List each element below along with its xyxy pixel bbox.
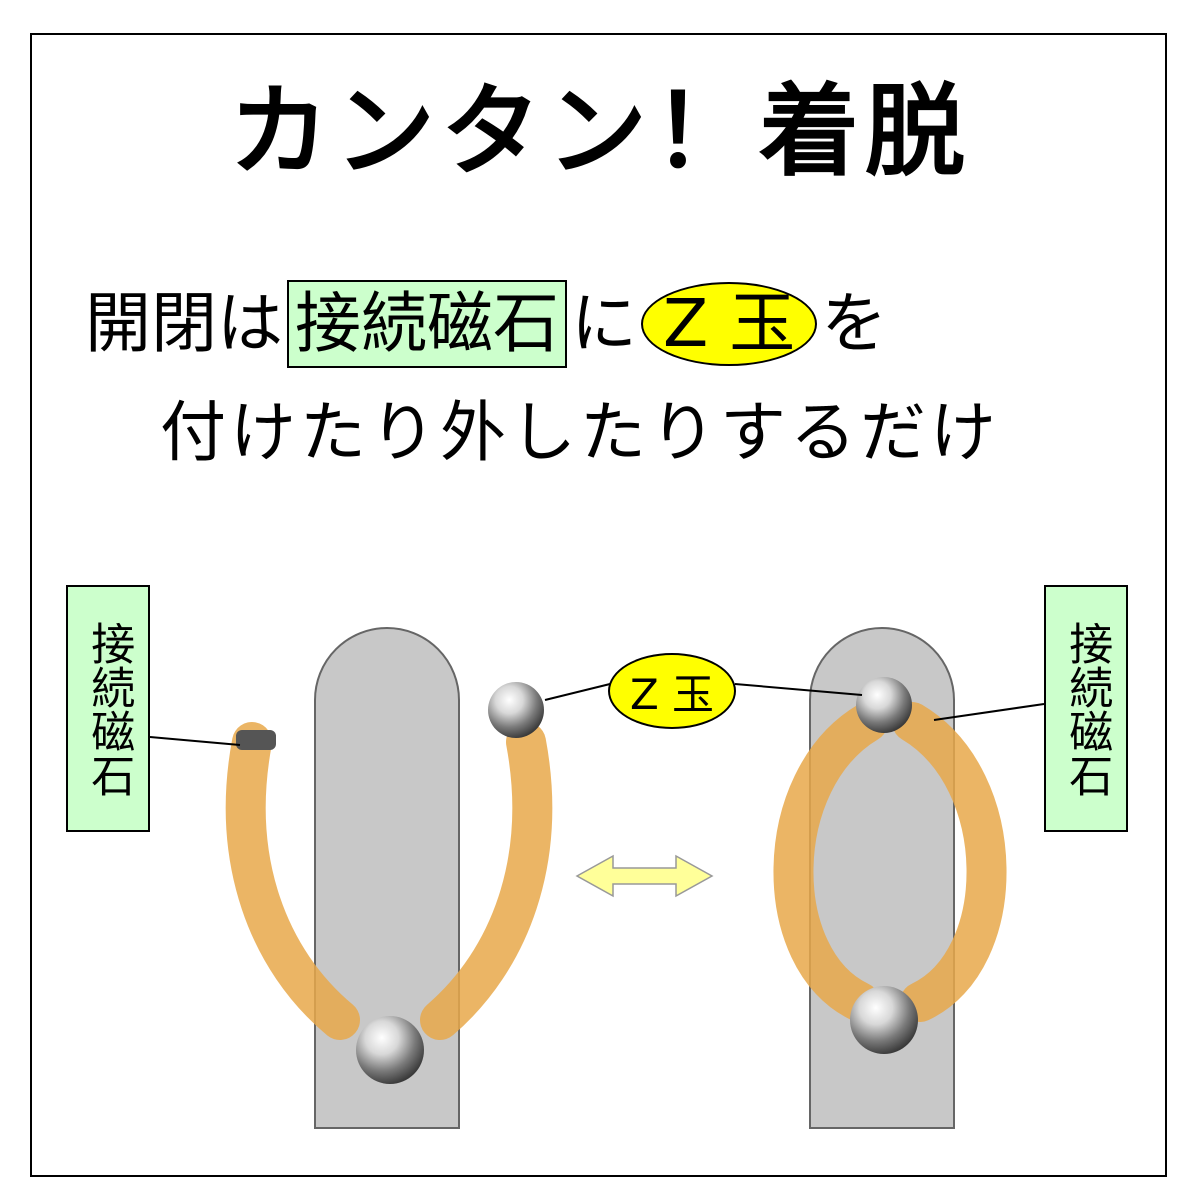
magnet-highlight: 接続磁石	[287, 279, 567, 368]
strap-left-arm	[225, 722, 360, 1040]
ball-open-top	[488, 682, 544, 738]
instruction-particle-1: に	[571, 284, 637, 362]
closed-state-diagram	[773, 627, 1007, 1129]
strap-right-arm	[420, 722, 553, 1040]
sole-left	[314, 627, 460, 1129]
double-arrow	[575, 854, 714, 898]
leader-ball-right	[734, 683, 863, 696]
magnet-label-right: 接続磁石	[1044, 585, 1128, 832]
ball-closed-bottom	[850, 986, 918, 1054]
ball-closed-top	[856, 677, 912, 733]
instruction-line-2: 付けたり外したりするだけ	[160, 394, 1000, 471]
magnet-cap-left	[236, 730, 276, 750]
instruction-particle-2: を	[821, 284, 888, 362]
leader-ball-left	[544, 683, 611, 701]
open-state-diagram	[225, 627, 553, 1129]
leader-magnet-left	[149, 736, 241, 746]
ball-open-bottom	[356, 1016, 424, 1084]
leader-magnet-right	[933, 703, 1045, 721]
page-title: カンタン！着脱	[229, 73, 971, 190]
magnet-label-left: 接続磁石	[66, 585, 150, 832]
strap-closed	[773, 702, 1007, 1022]
instruction-prefix: 開閉は	[85, 284, 283, 362]
ball-label: Z 玉	[608, 653, 736, 729]
outer-frame	[30, 33, 1167, 1177]
ball-highlight: Z 玉	[641, 281, 818, 366]
